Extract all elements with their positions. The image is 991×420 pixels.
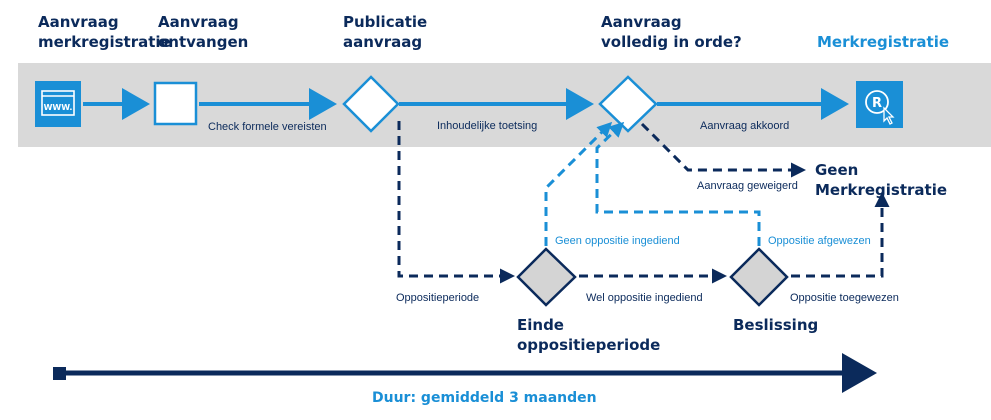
step-1-line1: Aanvraag <box>38 13 119 31</box>
node-einde-oppositieperiode-label: Einde oppositieperiode <box>517 316 660 354</box>
edge-label-geen-oppositie: Geen oppositie ingediend <box>555 235 680 247</box>
step-2-title: Aanvraag ontvangen <box>158 13 248 51</box>
node-beslissing-label: Beslissing <box>733 316 818 334</box>
svg-text:WWW.: WWW. <box>44 103 73 112</box>
step-4-title: Aanvraag volledig in orde? <box>601 13 742 51</box>
node-einde-diamond <box>516 247 577 307</box>
geen-line1: Geen <box>815 161 858 179</box>
step-4-line1: Aanvraag <box>601 13 682 31</box>
dashed-geweigerd <box>640 122 806 178</box>
dashed-oppositie-toegewezen <box>791 192 890 278</box>
registered-trademark-cursor-icon: R <box>856 81 903 128</box>
node-publicatie-diamond <box>342 75 400 133</box>
step-2-line2: ontvangen <box>158 33 248 51</box>
svg-text:R: R <box>872 96 882 111</box>
browser-www-icon: WWW. <box>35 81 81 127</box>
einde-line1: Einde <box>517 316 564 334</box>
node-geen-merkregistratie: Geen Merkregistratie <box>815 161 947 199</box>
timeline-start-marker <box>53 367 66 380</box>
edge-label-oppositie-toegewezen: Oppositie toegewezen <box>790 292 899 304</box>
step-3-line2: aanvraag <box>343 33 422 51</box>
step-3-line1: Publicatie <box>343 13 427 31</box>
step-3-title: Publicatie aanvraag <box>343 13 427 51</box>
duration-label: Duur: gemiddeld 3 maanden <box>372 390 597 406</box>
dashed-oppositie-afgewezen <box>595 121 761 246</box>
edge-label-oppositieperiode: Oppositieperiode <box>396 292 479 304</box>
edge-label-inhoudelijk: Inhoudelijke toetsing <box>437 120 537 132</box>
edge-label-akkoord: Aanvraag akkoord <box>700 120 789 132</box>
step-1-title: Aanvraag merkregistratie <box>38 13 171 51</box>
node-volledig-diamond <box>598 75 658 133</box>
node-ontvangen <box>153 81 198 126</box>
step-5-title: Merkregistratie <box>817 33 949 51</box>
edge-label-oppositie-afgewezen: Oppositie afgewezen <box>768 235 871 247</box>
dashed-oppositieperiode <box>397 121 515 284</box>
dashed-geen-oppositie <box>544 121 613 246</box>
edge-label-geweigerd: Aanvraag geweigerd <box>697 180 798 192</box>
node-beslissing-diamond <box>729 247 789 307</box>
geen-line2: Merkregistratie <box>815 181 947 199</box>
edge-label-wel-oppositie: Wel oppositie ingediend <box>586 292 703 304</box>
einde-line2: oppositieperiode <box>517 336 660 354</box>
edge-label-check: Check formele vereisten <box>208 121 327 133</box>
step-2-line1: Aanvraag <box>158 13 239 31</box>
step-1-line2: merkregistratie <box>38 33 171 51</box>
step-4-line2: volledig in orde? <box>601 33 742 51</box>
